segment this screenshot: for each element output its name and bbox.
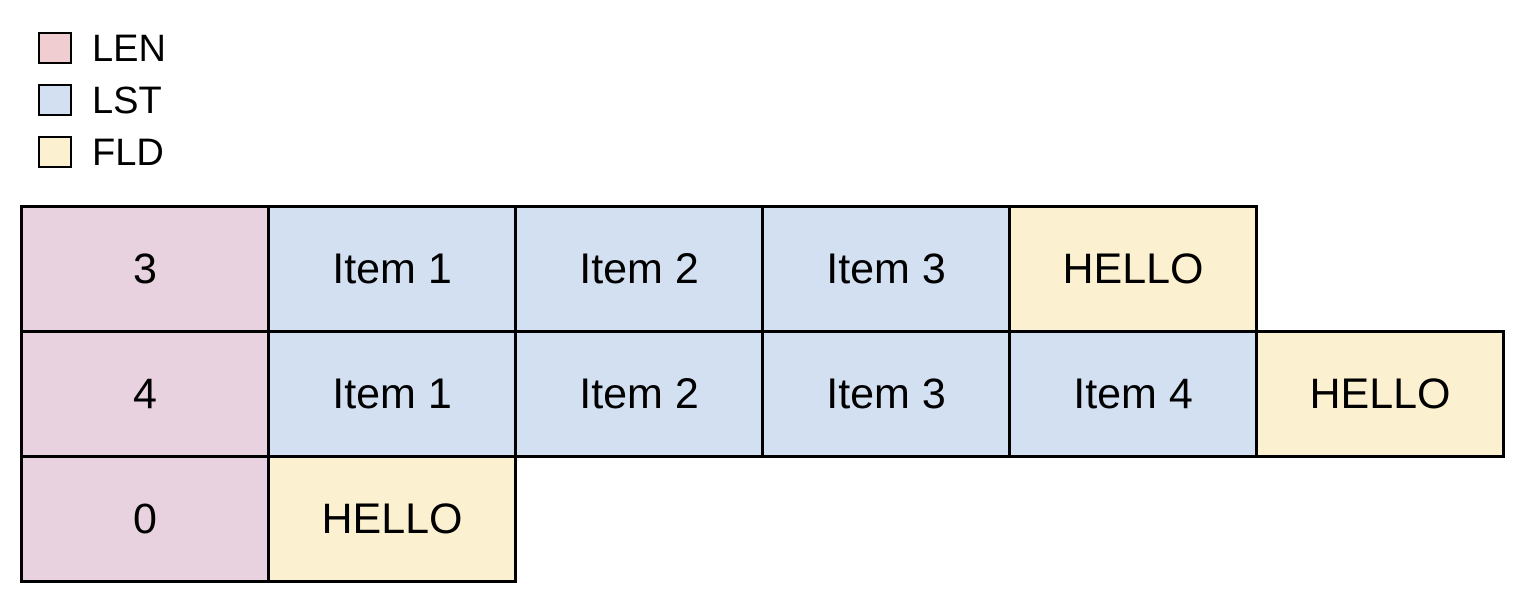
fld-color-swatch [38,136,72,168]
lst-cell: Item 2 [514,205,764,333]
len-color-swatch [38,32,72,64]
lst-cell: Item 1 [267,205,517,333]
lst-cell: Item 4 [1008,330,1258,458]
legend-label-lst: LST [92,80,162,122]
fld-cell: HELLO [1008,205,1258,333]
lst-cell: Item 3 [761,330,1011,458]
legend: LEN LST FLD [38,22,166,178]
len-cell: 3 [20,205,270,333]
record-row-1: 3 Item 1 Item 2 Item 3 HELLO [20,205,1505,333]
lst-cell: Item 1 [267,330,517,458]
legend-label-fld: FLD [92,132,164,174]
fld-cell: HELLO [1255,330,1505,458]
record-grid: 3 Item 1 Item 2 Item 3 HELLO 4 Item 1 It… [20,205,1505,583]
fld-cell: HELLO [267,455,517,583]
legend-label-len: LEN [92,28,166,70]
lst-color-swatch [38,84,72,116]
legend-item-len: LEN [38,22,166,74]
record-row-2: 4 Item 1 Item 2 Item 3 Item 4 HELLO [20,330,1505,458]
record-row-3: 0 HELLO [20,455,1505,583]
legend-item-lst: LST [38,74,166,126]
lst-cell: Item 3 [761,205,1011,333]
lst-cell: Item 2 [514,330,764,458]
len-cell: 0 [20,455,270,583]
len-cell: 4 [20,330,270,458]
legend-item-fld: FLD [38,126,166,178]
